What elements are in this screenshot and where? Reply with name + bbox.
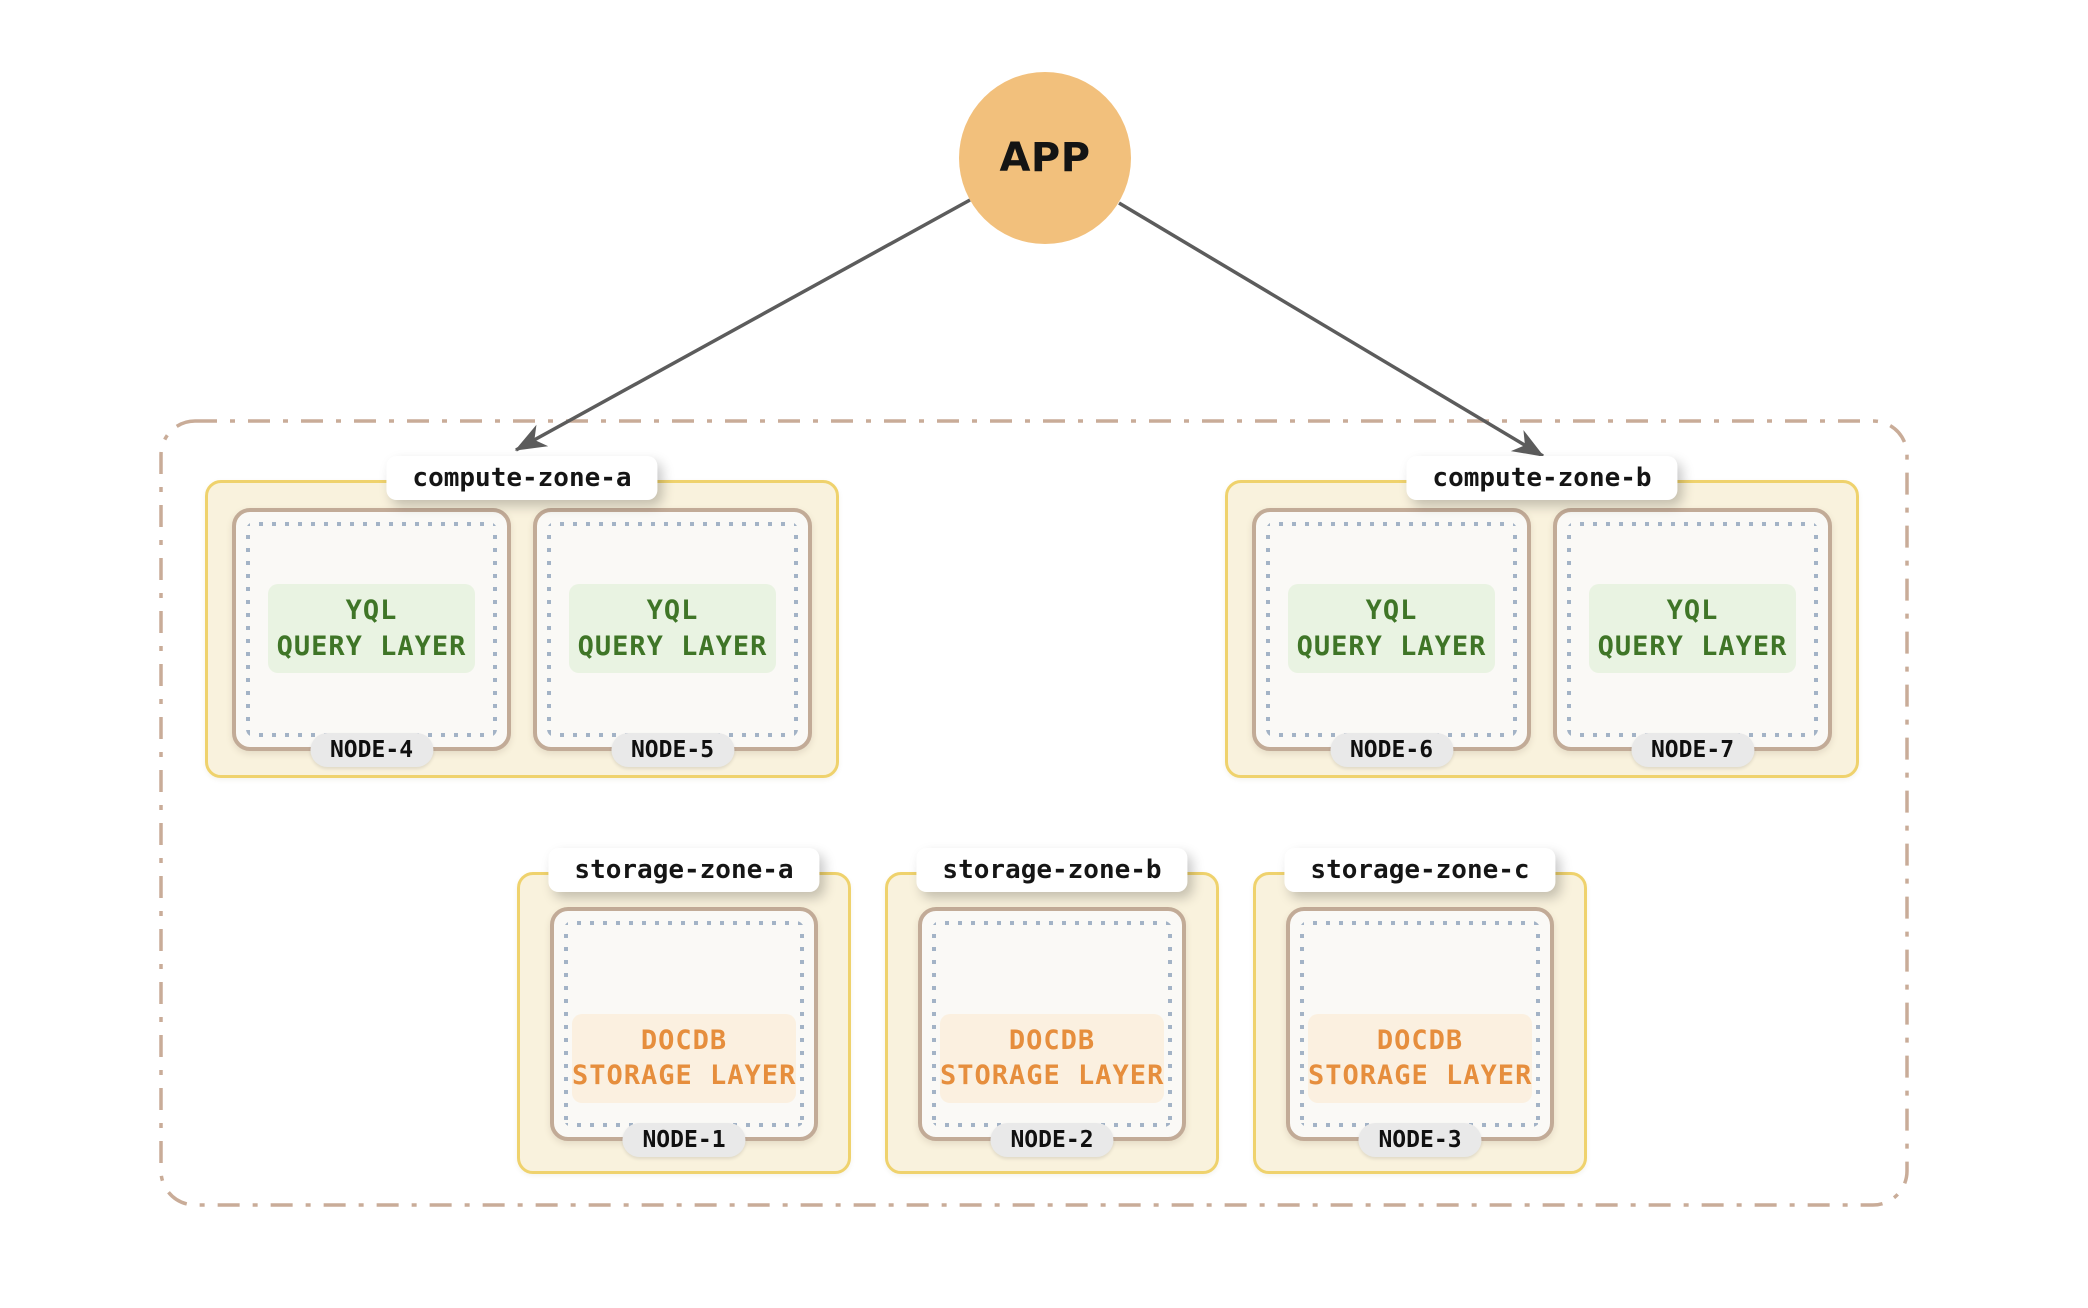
layer-line-1: DOCDB — [1376, 1024, 1464, 1056]
docdb-storage-layer-badge: DOCDB STORAGE LAYER — [940, 1013, 1165, 1103]
node-name-pill: NODE-7 — [1630, 733, 1755, 767]
app-node: APP — [959, 72, 1131, 244]
docdb-storage-layer-badge: DOCDB STORAGE LAYER — [1308, 1013, 1533, 1103]
node-1: DOCDB STORAGE LAYER NODE-1 — [550, 907, 818, 1157]
zone-body: DOCDB STORAGE LAYER NODE-3 — [1286, 907, 1554, 1157]
zone-compute-a: compute-zone-a YQL QUERY LAYER NODE-4 YQ… — [205, 456, 839, 778]
zone-storage-a: storage-zone-a DOCDB STORAGE LAYER NODE-… — [517, 848, 851, 1174]
node-name-pill: NODE-5 — [610, 733, 735, 767]
layer-line-2: QUERY LAYER — [1296, 630, 1487, 662]
node-5: YQL QUERY LAYER NODE-5 — [533, 508, 812, 767]
yql-query-layer-badge: YQL QUERY LAYER — [1589, 584, 1796, 674]
yql-query-layer-badge: YQL QUERY LAYER — [1288, 584, 1495, 674]
cluster-dashed-border — [159, 419, 1909, 1207]
app-to-compute-zone-b-arrow — [1118, 201, 1545, 458]
node-name-pill: NODE-2 — [990, 1123, 1114, 1157]
layer-line-1: YQL — [345, 595, 398, 626]
zone-compute-b: compute-zone-b YQL QUERY LAYER NODE-6 YQ… — [1225, 456, 1859, 778]
zone-storage-c: storage-zone-c DOCDB STORAGE LAYER NODE-… — [1253, 848, 1587, 1174]
layer-line-1: YQL — [1666, 595, 1719, 626]
layer-line-2: QUERY LAYER — [577, 630, 768, 662]
zone-label: compute-zone-a — [386, 456, 658, 500]
zone-label: storage-zone-a — [548, 848, 820, 892]
node-name-pill: NODE-6 — [1329, 733, 1454, 767]
zone-body: DOCDB STORAGE LAYER NODE-1 — [550, 907, 818, 1157]
zone-label: storage-zone-b — [916, 848, 1188, 892]
node-name-pill: NODE-4 — [309, 733, 434, 767]
layer-line-1: DOCDB — [640, 1024, 728, 1056]
app-to-compute-zone-a-arrow — [514, 198, 971, 452]
zone-body: DOCDB STORAGE LAYER NODE-2 — [918, 907, 1186, 1157]
node-6: YQL QUERY LAYER NODE-6 — [1252, 508, 1531, 767]
docdb-storage-layer-badge: DOCDB STORAGE LAYER — [572, 1013, 797, 1103]
layer-line-2: QUERY LAYER — [276, 630, 467, 662]
node-3: DOCDB STORAGE LAYER NODE-3 — [1286, 907, 1554, 1157]
zone-label: storage-zone-c — [1284, 848, 1556, 892]
node-2: DOCDB STORAGE LAYER NODE-2 — [918, 907, 1186, 1157]
node-name-pill: NODE-1 — [622, 1123, 746, 1157]
zone-body: YQL QUERY LAYER NODE-4 YQL QUERY LAYER N… — [232, 508, 812, 767]
zone-label: compute-zone-b — [1406, 456, 1678, 500]
node-4: YQL QUERY LAYER NODE-4 — [232, 508, 511, 767]
yql-query-layer-badge: YQL QUERY LAYER — [268, 584, 475, 674]
zone-storage-b: storage-zone-b DOCDB STORAGE LAYER NODE-… — [885, 848, 1219, 1174]
node-7: YQL QUERY LAYER NODE-7 — [1553, 508, 1832, 767]
zone-body: YQL QUERY LAYER NODE-6 YQL QUERY LAYER N… — [1252, 508, 1832, 767]
layer-line-2: STORAGE LAYER — [1308, 1060, 1533, 1092]
layer-line-1: DOCDB — [1008, 1024, 1096, 1056]
layer-line-1: YQL — [1365, 595, 1418, 626]
app-label: APP — [999, 135, 1091, 181]
yql-query-layer-badge: YQL QUERY LAYER — [569, 584, 776, 674]
node-name-pill: NODE-3 — [1358, 1123, 1482, 1157]
layer-line-1: YQL — [646, 595, 699, 626]
layer-line-2: STORAGE LAYER — [572, 1060, 797, 1092]
layer-line-2: STORAGE LAYER — [940, 1060, 1165, 1092]
layer-line-2: QUERY LAYER — [1597, 630, 1788, 662]
